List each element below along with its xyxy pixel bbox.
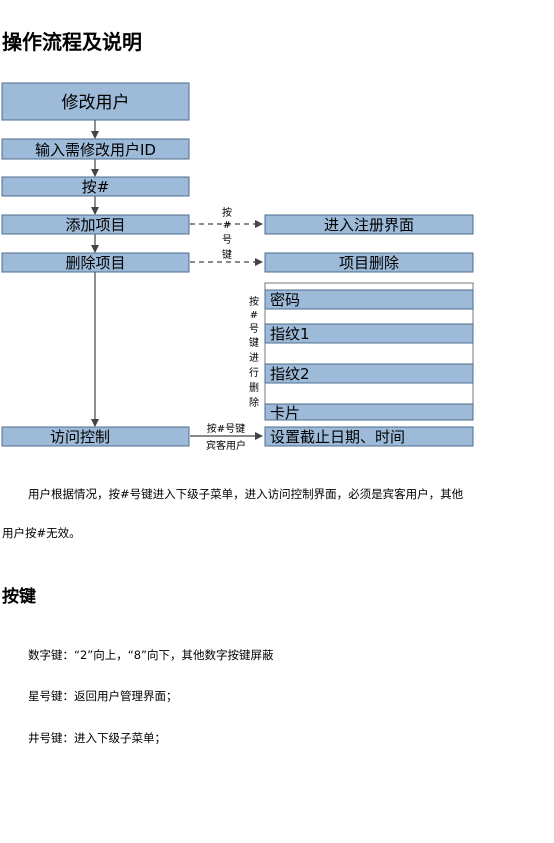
list-item-label: 指纹1 (270, 325, 310, 343)
dash-label-char: 键 (222, 248, 232, 261)
box-input-user-id: 输入需修改用户ID (1, 138, 190, 160)
dash-label: 按 # 号 键 (222, 206, 232, 261)
list-item-fingerprint1: 指纹1 (264, 323, 474, 344)
box-item-delete: 项目删除 (264, 252, 474, 273)
box-access-control: 访问控制 (1, 426, 190, 447)
vertical-label-char: 除 (249, 396, 259, 409)
paragraph-line-2: 用户按#无效。 (2, 526, 81, 540)
box-add-item: 添加项目 (1, 214, 190, 235)
box-press-hash: 按# (1, 176, 190, 197)
box-modify-user: 修改用户 (1, 82, 190, 121)
paragraph-line-1: 用户根据情况，按#号键进入下级子菜单，进入访问控制界面，必须是宾客用户，其他 (28, 487, 464, 501)
vertical-label-char: # (250, 310, 258, 321)
key-star: 星号键：返回用户管理界面； (28, 689, 178, 703)
box-set-deadline-label: 设置截止日期、时间 (270, 428, 405, 446)
list-item-card: 卡片 (264, 403, 474, 422)
box-set-deadline: 设置截止日期、时间 (264, 426, 474, 447)
list-item-fingerprint2: 指纹2 (264, 363, 474, 384)
box-add-item-label: 添加项目 (65, 216, 125, 234)
box-press-hash-label: 按# (82, 178, 110, 196)
key-hash: 井号键：进入下级子菜单； (28, 731, 166, 745)
box-enter-register: 进入注册界面 (264, 214, 474, 235)
box-access-control-label: 访问控制 (50, 428, 110, 446)
vertical-label-char: 号 (249, 323, 259, 335)
section-heading-keys: 按键 (2, 587, 36, 607)
dash-label-char: 号 (222, 234, 232, 246)
box-item-delete-label: 项目删除 (339, 254, 399, 272)
box-delete-item: 删除项目 (1, 252, 190, 273)
vertical-label-char: 行 (249, 366, 259, 379)
dash-label-char: # (223, 220, 231, 231)
list-item-label: 密码 (270, 291, 300, 309)
box-modify-user-label: 修改用户 (62, 93, 130, 113)
list-item-label: 卡片 (270, 404, 300, 422)
vertical-label: 按 # 号 键 进 行 删 除 (249, 295, 259, 409)
dash-label-char: 按 (222, 206, 232, 219)
key-digits: 数字键：“2”向上，“8”向下，其他数字按键屏蔽 (28, 648, 274, 662)
list-item-label: 指纹2 (270, 365, 310, 383)
flowchart: 修改用户 输入需修改用户ID 按# 添加项目 删除项目 访问控制 按 # 号 键… (1, 82, 474, 452)
arrow-label-top: 按#号键 (207, 422, 245, 435)
page-title: 操作流程及说明 (2, 30, 142, 54)
box-input-user-id-label: 输入需修改用户ID (35, 141, 156, 159)
vertical-label-char: 进 (249, 352, 259, 364)
list-item-password: 密码 (264, 289, 474, 310)
box-enter-register-label: 进入注册界面 (324, 216, 414, 234)
vertical-label-char: 按 (249, 295, 259, 308)
arrow-label-bottom: 宾客用户 (206, 439, 246, 452)
vertical-label-char: 键 (249, 336, 259, 349)
box-delete-item-label: 删除项目 (65, 254, 125, 272)
vertical-label-char: 删 (249, 382, 259, 394)
